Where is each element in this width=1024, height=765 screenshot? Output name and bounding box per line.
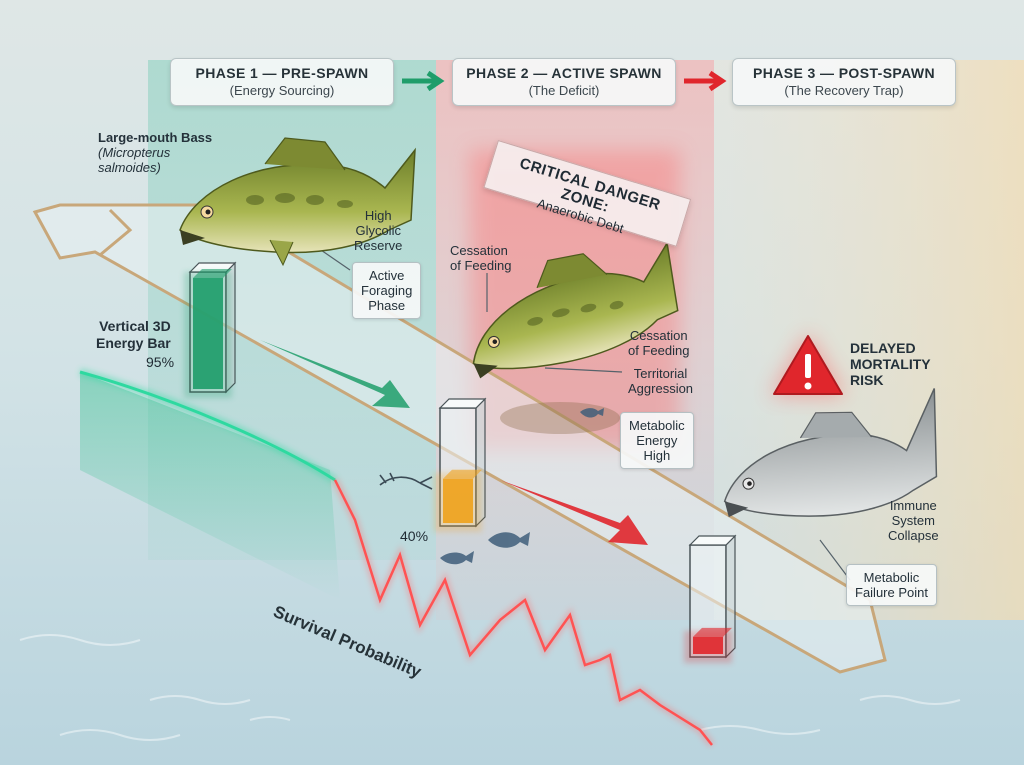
foraging-line-1: Active [368, 268, 405, 283]
metabolic-2: Energy [636, 433, 678, 448]
cessation-feeding-left: Cessation of Feeding [450, 243, 511, 273]
glycolic-reserve-label: High Glycolic Reserve [354, 208, 402, 253]
energy-bar-glow-2 [434, 472, 482, 532]
metabolic-failure-label: Metabolic Failure Point [846, 564, 937, 606]
glycolic-line-3: Reserve [354, 238, 403, 253]
energy-bars [184, 261, 737, 663]
glycolic-line-2: Glycolic [355, 223, 401, 238]
delayed-mortality-label: DELAYED MORTALITY RISK [850, 340, 931, 388]
phase-2-header: PHASE 2 — ACTIVE SPAWN (The Deficit) [452, 58, 676, 106]
territorial-aggression-label: Territorial Aggression [628, 366, 693, 396]
energy-bar-label-2: Energy Bar [96, 335, 171, 351]
prey-fish-icons [440, 408, 604, 565]
spawning-nest [500, 402, 620, 434]
survival-curve-green-glow [78, 368, 338, 484]
species-name: Large-mouth Bass [98, 130, 213, 145]
phase-arrow-2 [684, 70, 727, 92]
crayfish-icon [379, 472, 433, 490]
territorial-2: Aggression [628, 381, 694, 396]
flow-arrow-green [260, 340, 410, 408]
water-ripples [19, 634, 961, 741]
mortality-1: DELAYED [850, 340, 916, 356]
energy-pct-40: 40% [400, 528, 429, 544]
failure-2: Failure Point [855, 585, 928, 600]
immune-1: Immune [889, 498, 937, 513]
mortality-2: MORTALITY [850, 356, 931, 372]
phase-arrow-1 [402, 70, 445, 92]
cessation-left-2: of Feeding [450, 258, 512, 273]
territorial-1: Territorial [633, 366, 688, 381]
cessation-feeding-right: Cessation of Feeding [628, 328, 689, 358]
energy-bar-glow-1 [184, 272, 232, 398]
phase-2-title: PHASE 2 — ACTIVE SPAWN [466, 65, 662, 81]
active-foraging-label: Active Foraging Phase [352, 262, 422, 319]
track-arrowhead [99, 208, 133, 257]
bass-fish-phase2 [472, 240, 679, 379]
species-label: Large-mouth Bass (Micropterus salmoides) [98, 130, 212, 175]
warning-icon [770, 332, 846, 396]
cessation-left-1: Cessation [450, 243, 508, 258]
metabolic-1: Metabolic [629, 418, 685, 433]
species-scientific-2: salmoides) [98, 160, 161, 175]
immune-3: Collapse [888, 528, 939, 543]
phase-1-subtitle: (Energy Sourcing) [229, 83, 335, 98]
energy-bar-top-3 [688, 535, 737, 546]
energy-bar-label: Vertical 3D Energy Bar [96, 318, 171, 352]
bass-fish-phase3 [723, 388, 938, 518]
mortality-3: RISK [850, 372, 884, 388]
energy-bar-top-2 [438, 398, 487, 409]
phase-3-header: PHASE 3 — POST-SPAWN (The Recovery Trap) [732, 58, 956, 106]
cessation-right-1: Cessation [629, 328, 688, 343]
phase3-zone [714, 60, 1024, 620]
survival-wall [80, 372, 340, 600]
bass-fish-phase1 [179, 137, 416, 267]
phase-2-subtitle: (The Deficit) [528, 83, 600, 98]
phase-1-title: PHASE 1 — PRE-SPAWN [195, 65, 369, 81]
flow-arrow-red [500, 480, 648, 545]
phase-3-subtitle: (The Recovery Trap) [784, 83, 904, 98]
foraging-line-3: Phase [368, 298, 406, 313]
glycolic-line-1: High [364, 208, 392, 223]
foraging-line-2: Foraging [361, 283, 413, 298]
immune-collapse-label: Immune System Collapse [888, 498, 939, 543]
immune-2: System [891, 513, 935, 528]
phase-1-header: PHASE 1 — PRE-SPAWN (Energy Sourcing) [170, 58, 394, 106]
energy-bar-glow-3 [684, 630, 732, 663]
species-scientific-1: (Micropterus [98, 145, 171, 160]
metabolic-energy-label: Metabolic Energy High [620, 412, 694, 469]
survival-curve-red-glow [331, 478, 715, 748]
phase-3-title: PHASE 3 — POST-SPAWN [753, 65, 935, 81]
metabolic-3: High [643, 448, 671, 463]
energy-bar-label-1: Vertical 3D [99, 318, 171, 334]
failure-1: Metabolic [863, 570, 920, 585]
cessation-right-2: of Feeding [628, 343, 690, 358]
energy-pct-95: 95% [146, 354, 175, 370]
